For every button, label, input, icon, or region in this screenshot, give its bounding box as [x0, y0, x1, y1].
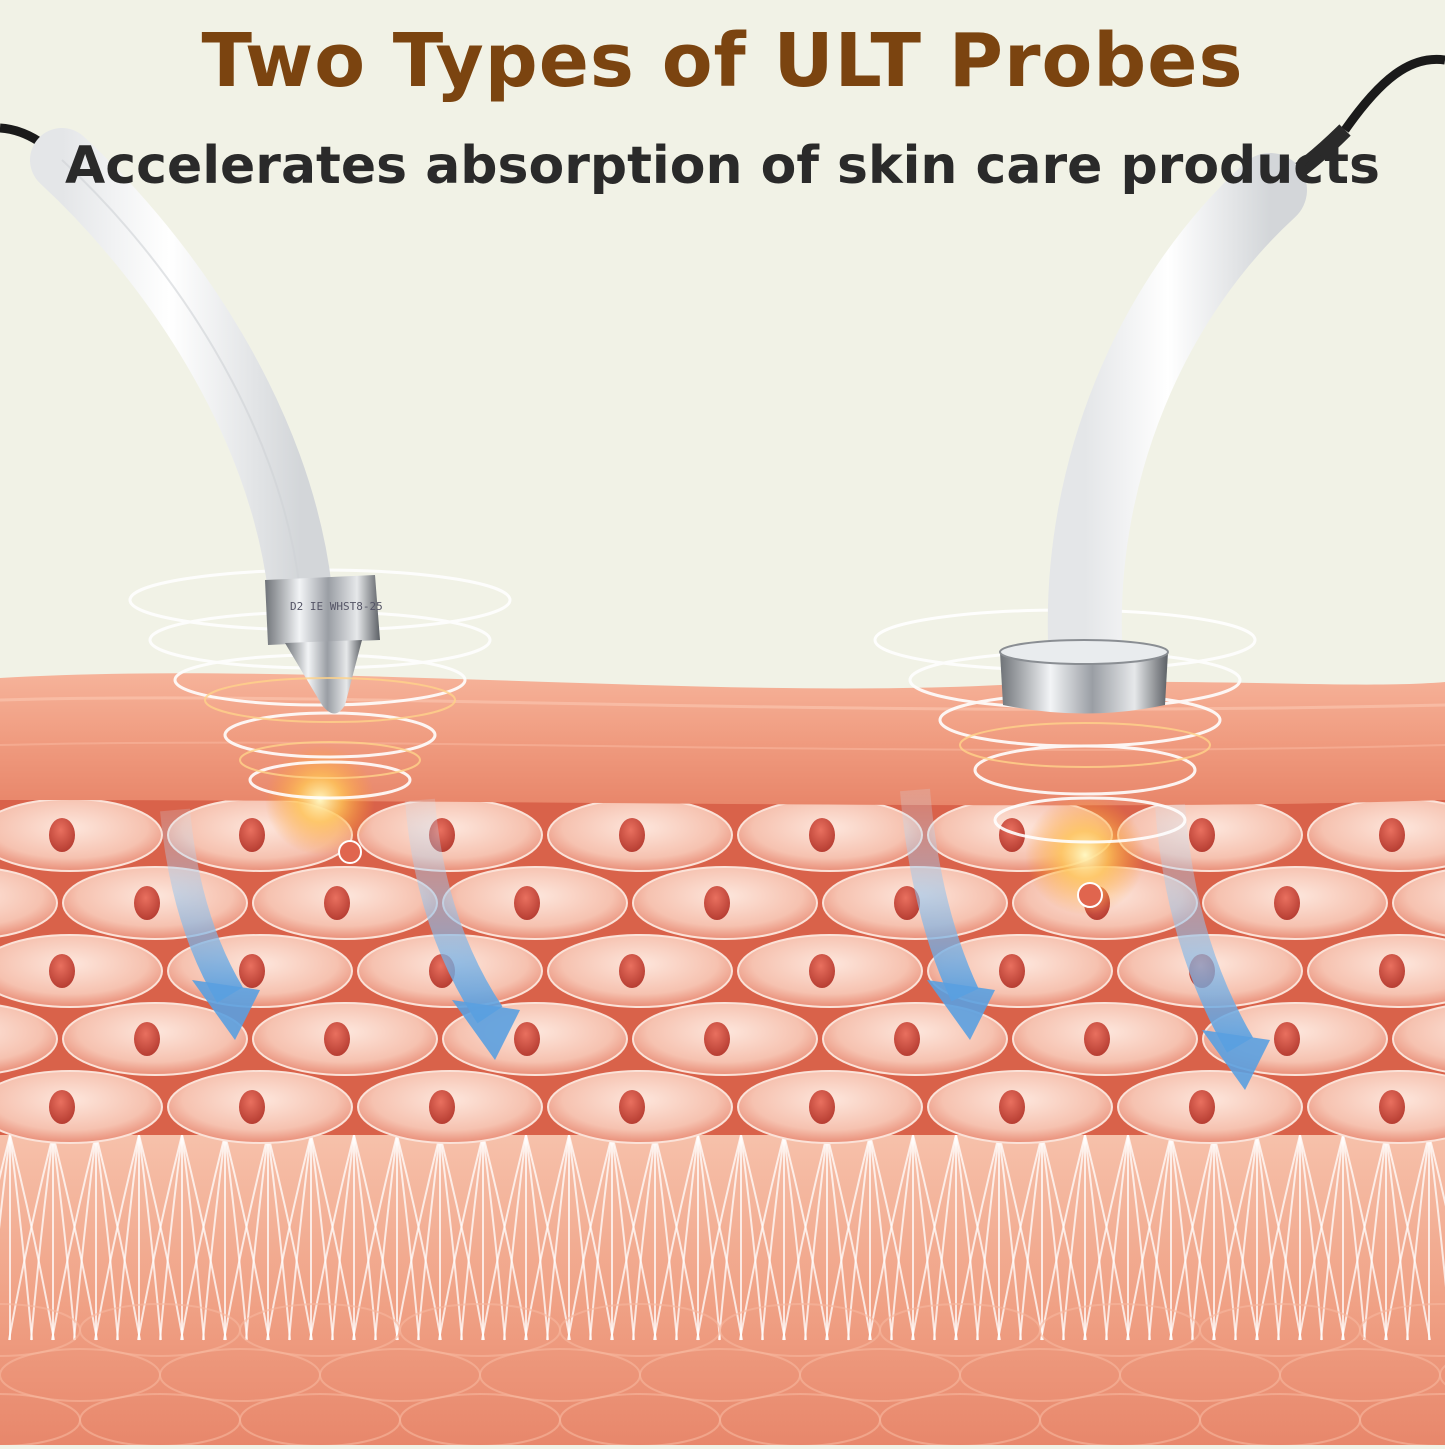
nutrient-particle: [1077, 882, 1103, 908]
skin-cell: [737, 934, 923, 1008]
skin-cell: [737, 798, 923, 872]
skin-cell: [632, 866, 818, 940]
skin-cell: [62, 1002, 248, 1076]
collagen-fibers: [0, 1134, 1445, 1341]
skin-cell: [62, 866, 248, 940]
skin-cell: [547, 798, 733, 872]
cable-right: [1341, 54, 1445, 133]
epidermis-layer: [0, 673, 1445, 806]
skin-cell: [252, 1002, 438, 1076]
skin-cell: [1392, 869, 1445, 937]
absorption-arrows: [160, 788, 1270, 1090]
skin-cell: [1012, 1002, 1198, 1076]
arrow-icon: [160, 808, 260, 1040]
skin-cell: [0, 868, 58, 938]
skin-cell: [357, 1070, 543, 1144]
skin-cell: [0, 798, 163, 872]
handle-left: [30, 128, 332, 622]
skin-cell: [547, 1070, 733, 1144]
glow-right: [1025, 795, 1145, 915]
skin-cell: [1307, 934, 1445, 1008]
skin-cell: [442, 866, 628, 940]
handle-right: [1047, 153, 1307, 677]
skin-cell: [252, 866, 438, 940]
arrow-icon: [900, 788, 995, 1040]
skin-cell: [632, 1002, 818, 1076]
skin-cell: [0, 1070, 163, 1144]
skin-cell: [357, 798, 543, 872]
skin-cell: [0, 1004, 58, 1074]
skin-cell: [1392, 1005, 1445, 1073]
skin-cell: [927, 1070, 1113, 1144]
skin-cell: [1307, 1070, 1445, 1144]
skin-cell: [1202, 866, 1388, 940]
probe-head-flat: [999, 639, 1169, 714]
skin-cell: [822, 866, 1008, 940]
skin-cell: [0, 934, 163, 1008]
skin-cell: [1117, 798, 1303, 872]
nutrient-particle: [338, 840, 362, 864]
probe-head-pointed: D2 IE WHST8-25: [265, 575, 383, 714]
skin-cell: [1117, 1070, 1303, 1144]
arrow-icon: [1155, 803, 1270, 1090]
arrow-icon: [405, 798, 520, 1060]
skin-cell: [547, 934, 733, 1008]
skin-cell: [737, 1070, 923, 1144]
page-title: Two Types of ULT Probes: [201, 18, 1244, 104]
probe-engraving: D2 IE WHST8-25: [290, 600, 383, 613]
skin-cell: [167, 1070, 353, 1144]
glow-left: [265, 745, 375, 855]
page-subtitle: Accelerates absorption of skin care prod…: [65, 136, 1380, 196]
